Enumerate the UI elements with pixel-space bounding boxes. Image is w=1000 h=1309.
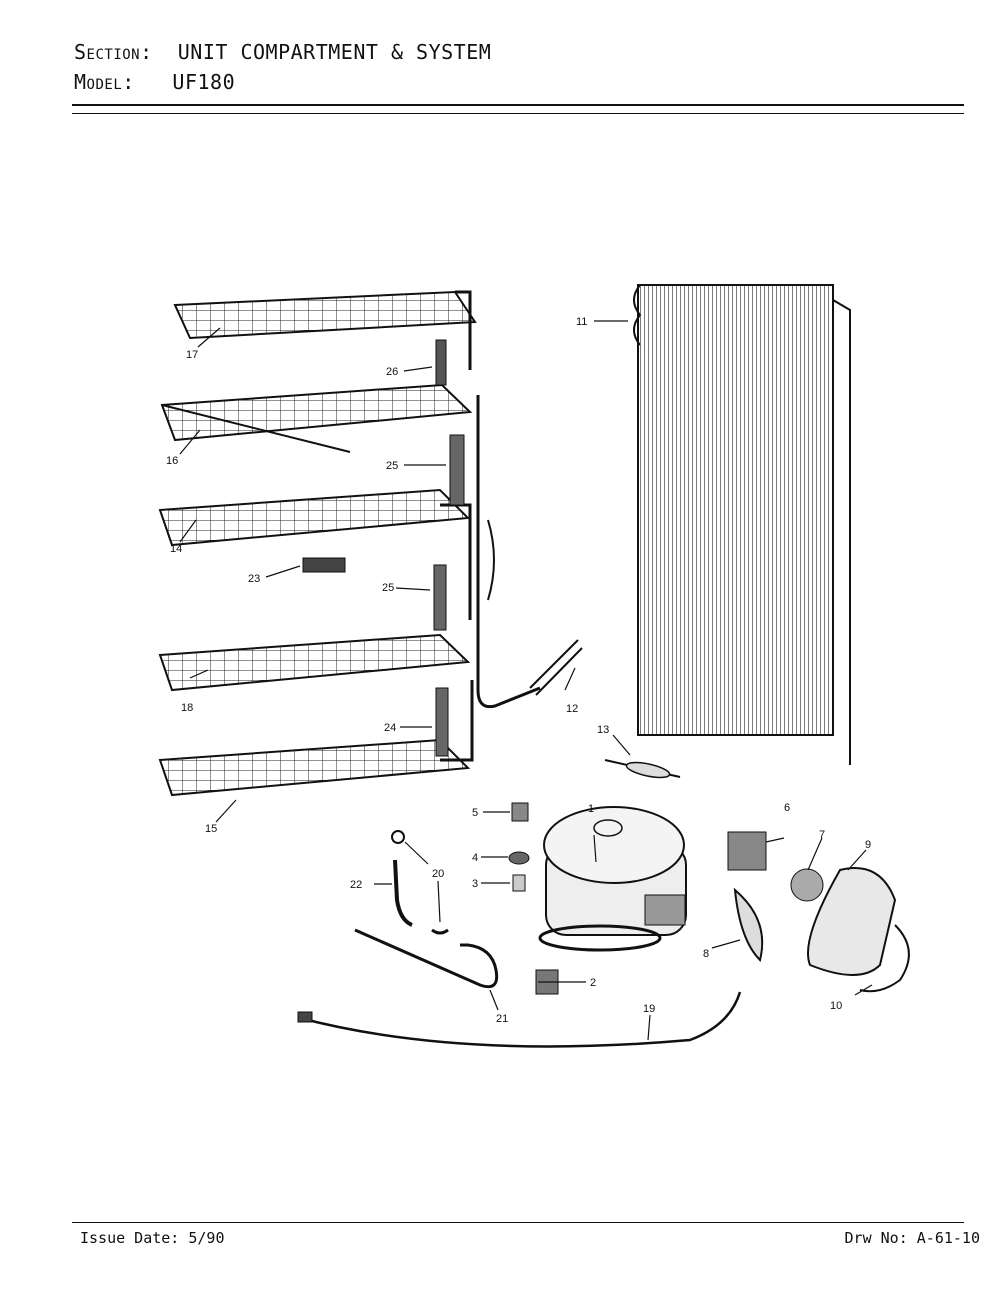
condenser-11 — [633, 284, 851, 765]
clip-23 — [302, 557, 346, 573]
drawing-number: Drw No: A-61-10 — [844, 1229, 980, 1247]
callout-4: 4 — [472, 852, 478, 864]
model-value: UF180 — [172, 70, 236, 94]
relay-6 — [727, 831, 767, 871]
section-heading: Section: UNIT COMPARTMENT & SYSTEM — [74, 40, 491, 64]
callout-1: 1 — [588, 803, 594, 815]
evaporator-shelf-14 — [158, 488, 472, 620]
callout-21: 21 — [496, 1013, 508, 1025]
bracket-25-upper — [449, 434, 465, 506]
terminal-cover-9 — [807, 867, 910, 993]
callout-18: 18 — [181, 702, 193, 714]
section-label: Section: — [74, 40, 153, 64]
callout-20: 20 — [432, 868, 444, 880]
callout-24: 24 — [384, 722, 396, 734]
suction-tube — [476, 395, 541, 709]
drier-13 — [604, 759, 681, 779]
callout-25a: 25 — [386, 460, 398, 472]
header-rule-top — [72, 104, 964, 106]
evaporator-shelf-16 — [160, 383, 473, 453]
bracket-25-lower — [433, 564, 447, 631]
callout-5: 5 — [472, 807, 478, 819]
power-cord-19 — [299, 991, 742, 1048]
evaporator-shelf-17 — [173, 290, 477, 370]
header-rule-bottom — [72, 113, 964, 114]
callout-23: 23 — [248, 573, 260, 585]
clamp-20 — [391, 830, 405, 844]
grommet-5 — [511, 802, 529, 822]
compressor-1 — [538, 806, 687, 952]
callout-26: 26 — [386, 366, 398, 378]
section-value: UNIT COMPARTMENT & SYSTEM — [177, 40, 492, 64]
callout-17: 17 — [186, 349, 198, 361]
callout-10: 10 — [830, 1000, 842, 1012]
callout-2: 2 — [590, 977, 596, 989]
washer-4 — [508, 851, 530, 865]
callout-14: 14 — [170, 543, 182, 555]
issue-date: Issue Date: 5/90 — [80, 1229, 225, 1247]
callout-11: 11 — [576, 316, 587, 328]
mounting-plate-8 — [733, 887, 764, 962]
overload-7 — [790, 868, 824, 902]
callout-6: 6 — [784, 802, 790, 814]
callout-9: 9 — [865, 839, 871, 851]
tube-22 — [393, 859, 413, 927]
callout-8: 8 — [703, 948, 709, 960]
callout-19: 19 — [643, 1003, 655, 1015]
callout-22: 22 — [350, 879, 362, 891]
callout-15: 15 — [205, 823, 217, 835]
sleeve-3 — [512, 874, 526, 892]
bracket-26 — [435, 339, 447, 386]
callout-7: 7 — [819, 829, 825, 841]
callout-3: 3 — [472, 878, 478, 890]
callout-25b: 25 — [382, 582, 394, 594]
callout-12: 12 — [566, 703, 578, 715]
tube-21 — [354, 928, 499, 989]
evaporator-shelf-18 — [158, 633, 471, 692]
evaporator-shelf-15 — [158, 680, 474, 797]
callout-13: 13 — [597, 724, 609, 736]
model-heading: Model: UF180 — [74, 70, 235, 94]
callout-16: 16 — [166, 455, 178, 467]
model-label: Model: — [74, 70, 135, 94]
bracket-24 — [435, 687, 449, 757]
footer-rule — [72, 1222, 964, 1223]
